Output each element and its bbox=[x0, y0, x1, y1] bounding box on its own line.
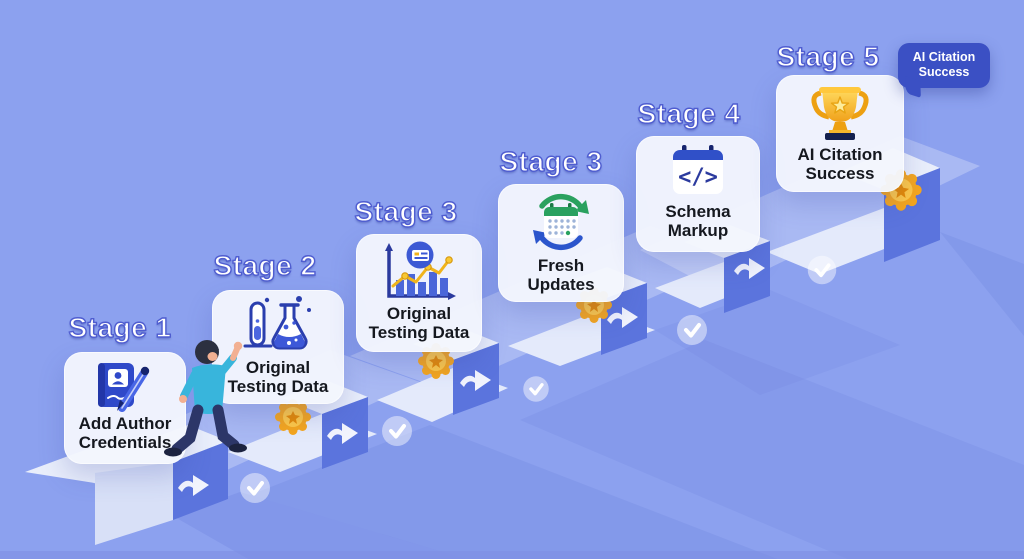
stage-2-label: Stage 2 bbox=[213, 249, 317, 281]
author-credentials-book-pen-icon bbox=[88, 358, 162, 412]
bubble-line1: AI Citation bbox=[912, 50, 976, 64]
stage-2-card: Original Testing Data bbox=[212, 290, 344, 404]
lab-test-tube-flask-icon bbox=[237, 296, 319, 356]
base-strip bbox=[0, 551, 1024, 559]
analytics-bar-chart-icon bbox=[379, 240, 459, 302]
fresh-updates-card: Fresh Updates bbox=[498, 184, 624, 302]
stage-4-card: </> Schema Markup bbox=[636, 136, 760, 252]
stage-3-card: Original Testing Data bbox=[356, 234, 482, 352]
stage-1-card: Add Author Credentials bbox=[64, 352, 186, 464]
bubble-line2: Success bbox=[918, 64, 970, 79]
person-climbing-illustration bbox=[164, 340, 247, 457]
stage-2-title: Original Testing Data bbox=[227, 358, 329, 397]
stage-3b-label: Stage 3 bbox=[499, 145, 603, 177]
stage-3-label: Stage 3 bbox=[354, 195, 458, 227]
code-glyph: </> bbox=[678, 165, 718, 190]
stage-1-label: Stage 1 bbox=[68, 311, 172, 343]
trophy-icon bbox=[801, 81, 879, 143]
stage-4-label: Stage 4 bbox=[637, 97, 741, 129]
stage-1-title: Add Author Credentials bbox=[78, 414, 172, 453]
calendar-refresh-icon bbox=[526, 190, 596, 254]
fresh-updates-title: Fresh Updates bbox=[527, 256, 595, 295]
stage-4-title: Schema Markup bbox=[665, 202, 731, 241]
step-shadows bbox=[173, 232, 1024, 559]
stage-5-title: AI Citation Success bbox=[797, 145, 883, 184]
success-speech-bubble: AI Citation Success bbox=[898, 43, 990, 88]
stage-5-card: AI Citation Success bbox=[776, 75, 904, 192]
stage-5-label: Stage 5 bbox=[776, 40, 880, 72]
code-markup-calendar-icon: </> bbox=[667, 142, 729, 200]
stage-3-title: Original Testing Data bbox=[368, 304, 470, 343]
step-risers bbox=[173, 168, 940, 520]
